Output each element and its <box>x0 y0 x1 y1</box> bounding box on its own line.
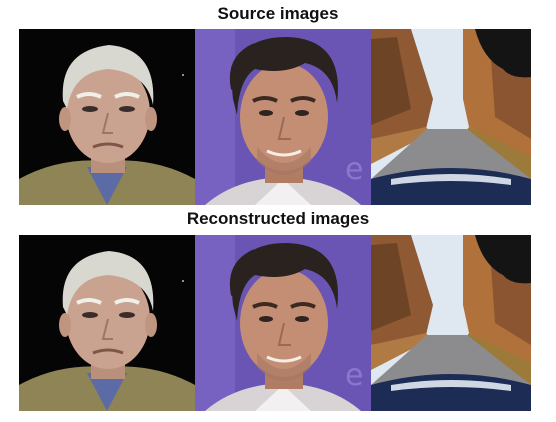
rendered-face-image <box>19 235 195 411</box>
source-panel-rendered-face <box>19 29 195 205</box>
forest-road-image <box>371 29 531 205</box>
forest-road-image <box>371 235 531 411</box>
reconstructed-images-heading: Reconstructed images <box>186 209 370 228</box>
source-images-row: e <box>19 29 531 205</box>
rendered-face-image <box>19 29 195 205</box>
source-images-heading: Source images <box>217 4 339 23</box>
man-portrait-image: e <box>195 235 371 411</box>
svg-text:e: e <box>345 358 363 393</box>
source-panel-man-portrait: e <box>195 29 371 205</box>
source-panel-forest-road <box>371 29 531 205</box>
man-portrait-image: e <box>195 29 371 205</box>
reconstructed-panel-man-portrait: e <box>195 235 371 411</box>
reconstructed-panel-forest-road <box>371 235 531 411</box>
reconstructed-images-row: e <box>19 235 531 411</box>
reconstructed-panel-rendered-face <box>19 235 195 411</box>
svg-text:e: e <box>345 152 363 187</box>
